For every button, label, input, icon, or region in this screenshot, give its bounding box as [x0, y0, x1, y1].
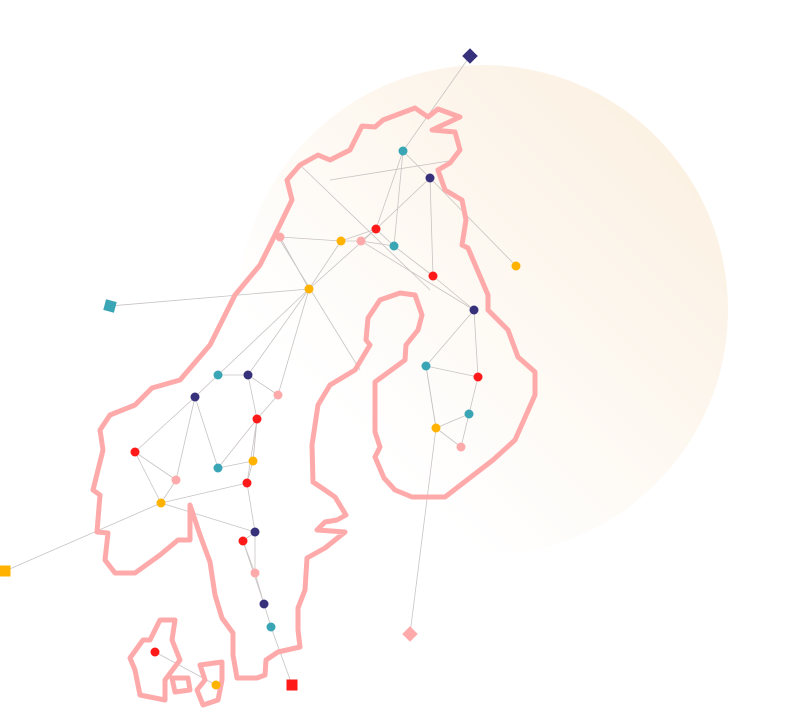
background-glow-circle — [238, 65, 728, 555]
network-edge — [473, 309, 479, 378]
network-edge — [247, 374, 279, 396]
navy-node — [243, 370, 253, 380]
island-outline — [127, 617, 183, 703]
network-edge — [435, 427, 462, 448]
network-edge — [435, 413, 470, 429]
teal-node — [213, 463, 223, 473]
red-node — [473, 372, 483, 382]
network-edge — [134, 451, 177, 481]
pink-node — [171, 475, 181, 485]
network-edge — [160, 502, 256, 533]
network-edge — [402, 150, 431, 179]
yellow-node — [304, 284, 314, 294]
island-outline — [169, 675, 193, 695]
network-edge — [393, 150, 404, 247]
navy-terminal-marker — [462, 48, 478, 64]
navy-node — [469, 305, 479, 315]
navy-node — [425, 173, 435, 183]
network-edge — [194, 374, 219, 398]
network-edge — [432, 275, 475, 311]
network-edge — [409, 427, 437, 635]
teal-node — [389, 241, 399, 251]
teal-node — [464, 409, 474, 419]
network-edge — [299, 164, 431, 291]
pink-node — [275, 232, 285, 242]
teal-node — [213, 370, 223, 380]
navy-node — [190, 392, 200, 402]
pink-node — [456, 442, 466, 452]
teal-terminal-marker — [103, 299, 117, 313]
teal-node — [266, 622, 276, 632]
network-edge — [375, 150, 404, 230]
network-edge — [109, 288, 310, 307]
red-node — [130, 447, 140, 457]
red-node — [371, 224, 381, 234]
network-edge — [217, 418, 258, 469]
network-edge — [429, 177, 517, 267]
network-edge — [217, 288, 310, 376]
network-edge — [217, 460, 254, 469]
teal-node — [421, 361, 431, 371]
land-outlines — [90, 105, 538, 708]
network-edge — [460, 413, 470, 448]
network-edge — [256, 394, 279, 420]
network-edge — [194, 396, 219, 469]
network-edge — [246, 482, 256, 533]
pink-node — [273, 390, 283, 400]
yellow-node — [156, 498, 166, 508]
mainland-outline — [90, 105, 538, 681]
red-node — [238, 536, 248, 546]
pink-node — [356, 236, 366, 246]
network-edge — [329, 159, 456, 181]
yellow-node — [211, 680, 221, 690]
network-edge — [4, 502, 162, 572]
network-edge — [279, 239, 361, 371]
island-outline — [194, 659, 225, 708]
red-node — [150, 647, 160, 657]
network-edge — [308, 240, 342, 290]
network-edge — [134, 396, 196, 453]
navy-node — [250, 527, 260, 537]
network-edge — [375, 177, 431, 230]
yellow-terminal-marker — [511, 261, 521, 271]
network-edge — [468, 376, 479, 415]
network-edge — [160, 479, 177, 504]
red-node — [428, 271, 438, 281]
navy-node — [259, 599, 269, 609]
network-edge — [279, 236, 342, 242]
network-edge — [429, 177, 434, 277]
network-edge — [360, 240, 475, 311]
network-edge — [360, 240, 395, 247]
network-edge — [175, 396, 196, 481]
network-edge — [393, 245, 434, 277]
pink-node — [250, 568, 260, 578]
network-edge — [246, 418, 258, 484]
network-edge — [425, 309, 475, 367]
network-edge — [247, 374, 258, 420]
red-node — [242, 478, 252, 488]
network-edge — [270, 626, 293, 686]
network-edge — [277, 288, 310, 396]
yellow-node — [336, 236, 346, 246]
yellow-terminal-marker — [0, 565, 11, 577]
network-edge — [425, 365, 479, 378]
yellow-node — [248, 456, 258, 466]
yellow-node — [431, 423, 441, 433]
network-edge — [252, 418, 258, 462]
network-edge — [247, 288, 310, 376]
teal-node — [398, 146, 408, 156]
network-edge — [340, 228, 377, 242]
network-edge — [160, 482, 248, 504]
red-node — [252, 414, 262, 424]
network-edge — [134, 451, 162, 504]
network-edge — [402, 55, 471, 152]
network-edge — [425, 365, 437, 429]
red-terminal-marker — [286, 679, 298, 691]
pink-terminal-marker — [402, 626, 418, 642]
